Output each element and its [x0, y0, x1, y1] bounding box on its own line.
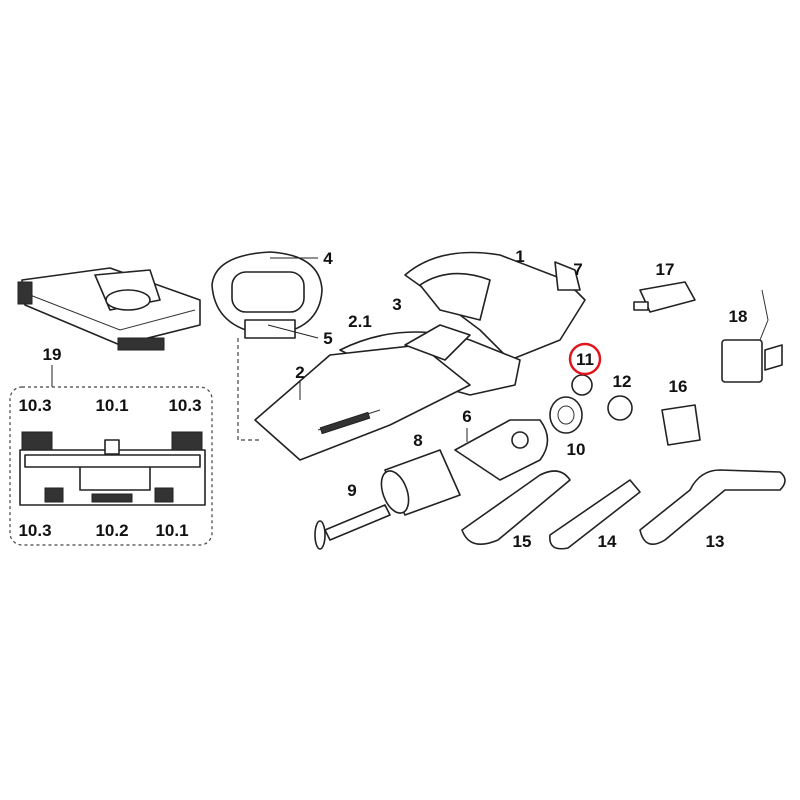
label-2: 2	[295, 363, 304, 382]
label-10-1-bottom: 10.1	[155, 521, 188, 540]
label-10: 10	[567, 440, 586, 459]
part-19-floor-nozzle[interactable]	[17, 267, 201, 351]
label-10-3-top-right: 10.3	[168, 396, 201, 415]
highlight-circle-part-11	[568, 342, 602, 376]
part-12-ring[interactable]	[607, 395, 633, 421]
label-10-3-bottom: 10.3	[18, 521, 51, 540]
label-8: 8	[413, 431, 422, 450]
label-6: 6	[462, 407, 471, 426]
label-3: 3	[392, 295, 401, 314]
label-13: 13	[706, 532, 725, 551]
label-2-1: 2.1	[348, 312, 372, 331]
label-12: 12	[613, 372, 632, 391]
label-15: 15	[513, 532, 532, 551]
part-8-filter[interactable]	[376, 449, 461, 517]
part-16-clip[interactable]	[661, 404, 701, 446]
label-9: 9	[347, 481, 356, 500]
part-4-5-filter-frame[interactable]	[211, 251, 323, 339]
part-14-tube[interactable]	[549, 479, 641, 550]
part-9-rod[interactable]	[314, 504, 391, 550]
label-4: 4	[323, 249, 333, 268]
part-15-tube[interactable]	[461, 470, 571, 546]
label-10-2: 10.2	[95, 521, 128, 540]
label-5: 5	[323, 329, 332, 348]
label-10-3-top-left: 10.3	[18, 396, 51, 415]
part-18-charger[interactable]	[721, 289, 783, 383]
label-11: 11	[576, 350, 594, 369]
label-7: 7	[573, 260, 582, 279]
nozzle-detail-box	[9, 386, 213, 546]
part-10-brush-roll[interactable]	[549, 396, 583, 434]
part-6-cyclone[interactable]	[454, 419, 549, 481]
part-2-nozzle-body[interactable]	[254, 344, 471, 461]
part-17-battery[interactable]	[633, 281, 696, 313]
label-16: 16	[669, 377, 688, 396]
label-17: 17	[656, 260, 675, 279]
part-3-valve[interactable]	[404, 324, 471, 361]
part-13-curved-tube[interactable]	[639, 469, 786, 546]
label-18: 18	[729, 307, 748, 326]
label-19: 19	[43, 345, 62, 364]
label-10-1-top: 10.1	[95, 396, 128, 415]
part-11-seal[interactable]	[571, 374, 593, 396]
part-labels: 19 1 4 7 17 3 2.1 5 18 11 12 16 2 6 8 10…	[18, 247, 747, 551]
label-1: 1	[515, 247, 524, 266]
label-14: 14	[598, 532, 617, 551]
